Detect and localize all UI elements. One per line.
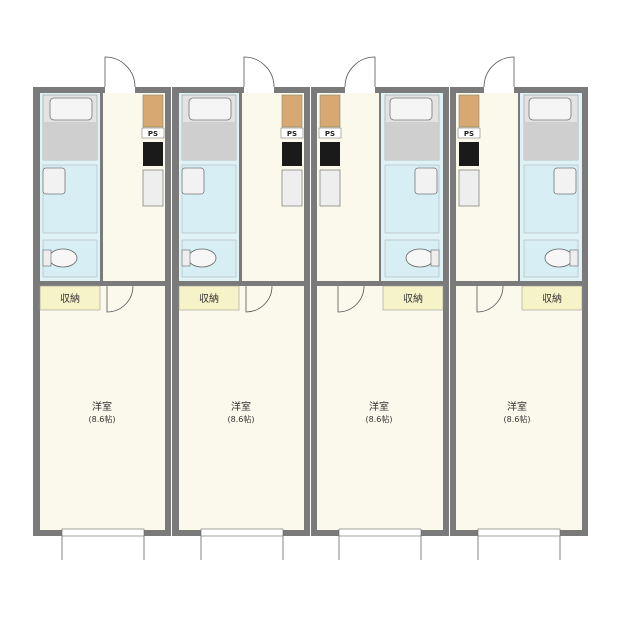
unit-2-pipe-shaft: [281, 94, 303, 128]
unit-1-pipe-shaft: [142, 94, 164, 128]
unit-1-toilet: [48, 248, 78, 268]
unit-3-room-door-swing: [337, 285, 365, 313]
unit-1-western-room: [40, 286, 165, 530]
unit-3-wash-area: [385, 122, 439, 160]
unit-1-entry-door-swing: [104, 56, 136, 88]
unit-1: PS 収納 収納 洋室 (8.6帖): [33, 55, 171, 560]
unit-4-western-room: [456, 286, 582, 530]
unit-4-storage-label: 収納: [542, 292, 562, 305]
unit-3-toilet-tank: [430, 249, 440, 267]
unit-3-toilet: [405, 248, 435, 268]
unit-1-window: [61, 528, 145, 537]
unit-2-stove: [282, 142, 302, 166]
unit-2-entry-door-swing: [243, 56, 275, 88]
unit-3-storage-label: 収納: [403, 292, 423, 305]
unit-4-entry-door-swing: [483, 56, 515, 88]
unit-3-ps-box: [318, 127, 342, 139]
unit-3-washbasin: [414, 167, 438, 195]
unit-4-stove: [459, 142, 479, 166]
unit-1-ps-label: PS: [148, 130, 158, 138]
unit-3-entry-door-swing: [344, 56, 376, 88]
unit-1-wash-area: [43, 122, 97, 160]
unit-3-storage: [382, 285, 444, 311]
unit-2-western-room: [179, 286, 304, 530]
unit-3-pipe-shaft: [319, 94, 341, 128]
unit-4-window: [477, 528, 561, 537]
unit-4: PS 収納 洋室 (8.6帖): [450, 55, 588, 560]
unit-1-room-label: 洋室: [92, 400, 112, 413]
unit-2-room-door-swing: [245, 285, 273, 313]
unit-3-western-room: [317, 286, 443, 530]
unit-4-ps-label: PS: [464, 130, 474, 138]
unit-3-stove: [320, 142, 340, 166]
unit-1-room-door-swing: [106, 285, 134, 313]
unit-3-room-size: (8.6帖): [366, 414, 393, 424]
unit-2-ps-label: PS: [287, 130, 297, 138]
unit-1-storage-fill: [39, 285, 101, 311]
unit-2: PS 収納 洋室 (8.6帖): [172, 55, 310, 560]
unit-1-ps-box: [141, 127, 165, 139]
unit-3-ps-label: PS: [325, 130, 335, 138]
unit-4-kitchen-sink: [458, 169, 480, 207]
unit-4-room-door-swing: [476, 285, 504, 313]
unit-4-storage: [521, 285, 583, 311]
unit-4-room-label: 洋室: [507, 400, 527, 413]
unit-2-storage-label: 収納: [199, 292, 219, 305]
unit-3-kitchen-sink: [319, 169, 341, 207]
unit-4-pipe-shaft: [458, 94, 480, 128]
unit-4-toilet-tank: [569, 249, 579, 267]
unit-1-storage-text: 収納: [60, 292, 80, 305]
unit-3-window: [338, 528, 422, 537]
unit-2-toilet-tank: [181, 249, 191, 267]
unit-2-storage: [178, 285, 240, 311]
unit-1-bathtub: [49, 97, 93, 121]
unit-3-bathtub: [389, 97, 433, 121]
unit-2-bathtub: [188, 97, 232, 121]
unit-3-room-label: 洋室: [369, 400, 389, 413]
unit-4-bathtub: [528, 97, 572, 121]
unit-4-wash-area: [524, 122, 578, 160]
unit-2-room-label: 洋室: [231, 400, 251, 413]
unit-2-wash-area: [182, 122, 236, 160]
unit-2-washbasin: [181, 167, 205, 195]
unit-4-washbasin: [553, 167, 577, 195]
unit-1-room-size: (8.6帖): [89, 414, 116, 424]
unit-1-stove: [143, 142, 163, 166]
unit-2-window: [200, 528, 284, 537]
unit-3: PS 収納 洋室 (8.6帖): [311, 55, 449, 560]
unit-2-kitchen-sink: [281, 169, 303, 207]
unit-2-room-size: (8.6帖): [228, 414, 255, 424]
unit-2-toilet: [187, 248, 217, 268]
unit-1-toilet-tank: [42, 249, 52, 267]
unit-1-washbasin: [42, 167, 66, 195]
unit-4-room-size: (8.6帖): [504, 414, 531, 424]
unit-1-kitchen-sink: [142, 169, 164, 207]
unit-4-toilet: [544, 248, 574, 268]
unit-2-ps-box: [280, 127, 304, 139]
unit-4-ps-box: [457, 127, 481, 139]
